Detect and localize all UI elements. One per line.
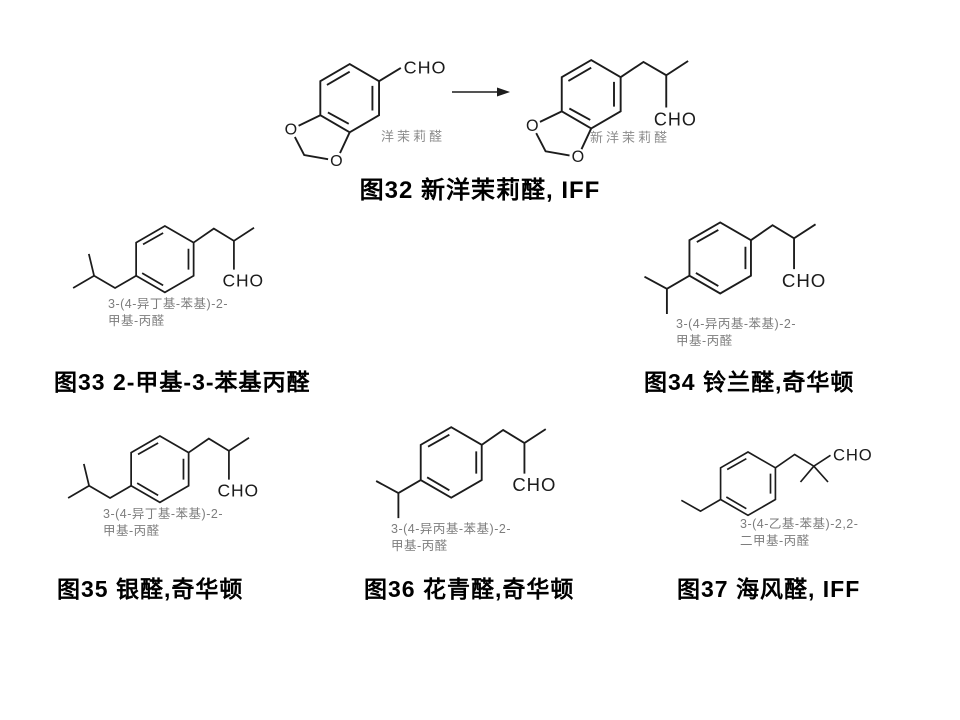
structure-fig35: CHO (55, 415, 270, 529)
dioxole-ring: O O (282, 114, 351, 170)
isobutyl-group (72, 253, 137, 290)
isopropyl-group (375, 479, 422, 519)
benzene-ring (135, 224, 195, 294)
propanal-chain (193, 226, 255, 270)
benzene-ring (130, 434, 190, 504)
benzene-ring (719, 451, 777, 517)
ethyl-group (680, 498, 722, 513)
oxygen-atom-label: O (526, 117, 539, 135)
product-name-label: 新洋茉莉醛 (590, 130, 671, 145)
figure-caption-35: 图35 银醛,奇华顿 (57, 576, 244, 602)
oxygen-atom-label: O (330, 152, 343, 170)
cho-atom-label: CHO (404, 58, 447, 78)
compound-name-fig35: 3-(4-异丁基-苯基)-2- 甲基-丙醛 (103, 507, 223, 538)
compound-name-fig33: 3-(4-异丁基-苯基)-2- 甲基-丙醛 (108, 297, 228, 328)
reactant-name-label: 洋茉莉醛 (381, 129, 446, 144)
benzene-ring (419, 426, 483, 499)
benzene-ring (319, 63, 380, 134)
compound-name-fig37: 3-(4-乙基-苯基)-2,2- 二甲基-丙醛 (740, 517, 859, 548)
benzene-ring (560, 58, 622, 130)
figure-caption-34: 图34 铃兰醛,奇华顿 (644, 369, 855, 395)
structure-fig37: CHO (648, 432, 873, 525)
benzene-ring (688, 221, 752, 295)
figure-caption-37: 图37 海风醛, IFF (677, 576, 861, 602)
cho-atom-label: CHO (782, 270, 826, 291)
reaction-arrow-icon (452, 87, 510, 97)
structure-fig34: CHO (608, 200, 838, 322)
propanal-chain (620, 60, 689, 108)
structure-heliotropin: O O CHO (272, 30, 452, 172)
propanal-chain (481, 428, 547, 474)
figure-caption-33: 图33 2-甲基-3-苯基丙醛 (54, 369, 311, 395)
dimethyl-propanal-chain (774, 453, 831, 483)
oxygen-atom-label: O (572, 148, 585, 166)
cho-atom-label: CHO (833, 445, 873, 464)
isobutyl-group (67, 463, 132, 500)
structure-new-jasmonal: O O CHO (519, 23, 709, 170)
isopropyl-group (644, 274, 690, 315)
cho-atom-label: CHO (654, 110, 697, 130)
structure-fig33: CHO (60, 205, 275, 319)
propanal-chain (750, 223, 817, 270)
dioxole-ring: O O (523, 110, 593, 166)
compound-name-fig36: 3-(4-异丙基-苯基)-2- 甲基-丙醛 (391, 522, 511, 553)
figure-caption-32: 图32 新洋茉莉醛, IFF (359, 177, 601, 204)
propanal-chain (188, 436, 250, 480)
cho-atom-label: CHO (512, 474, 556, 495)
cho-bond (378, 67, 402, 82)
structure-fig36: CHO (340, 405, 568, 525)
figure-caption-36: 图36 花青醛,奇华顿 (364, 576, 575, 602)
compound-name-fig34: 3-(4-异丙基-苯基)-2- 甲基-丙醛 (676, 317, 796, 348)
cho-atom-label: CHO (223, 270, 264, 290)
oxygen-atom-label: O (285, 121, 298, 139)
cho-atom-label: CHO (218, 480, 259, 500)
